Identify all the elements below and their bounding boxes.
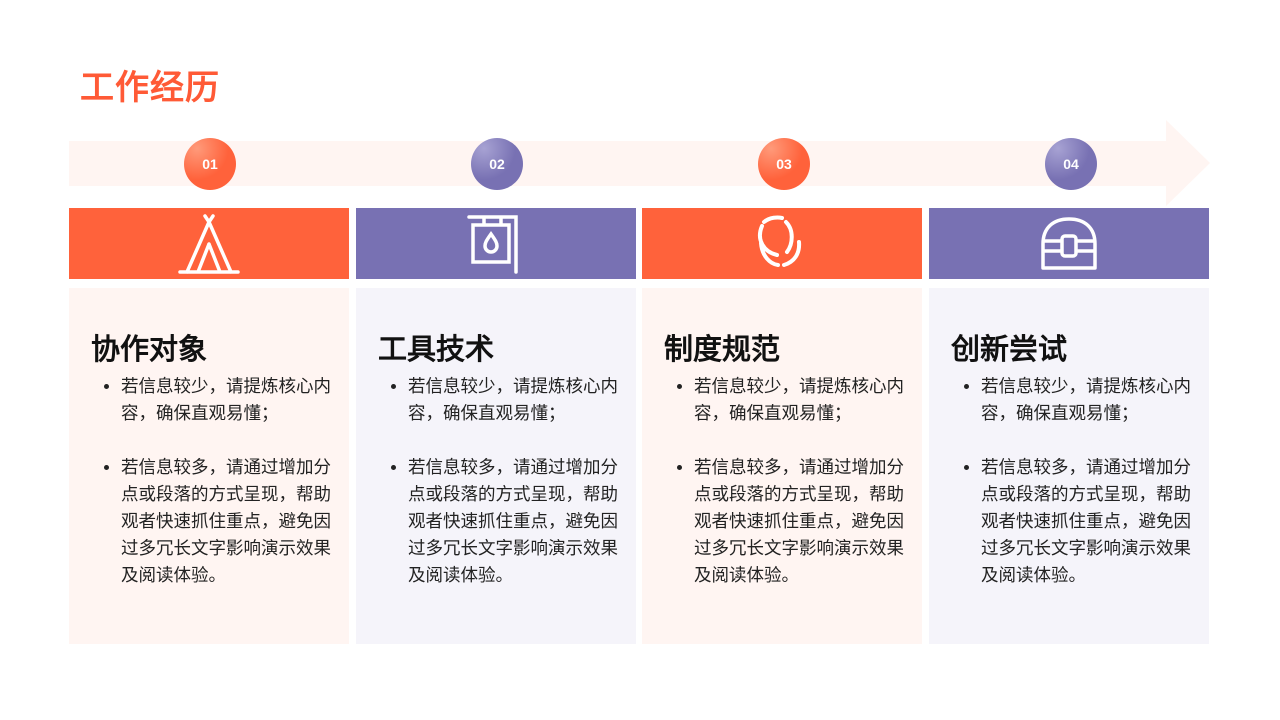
- step-card-4: 创新尝试 若信息较少，请提炼核心内容，确保直观易懂； 若信息较多，请通过增加分点或…: [929, 288, 1209, 644]
- step-number-4: 04: [1045, 138, 1097, 190]
- step-header-3: [642, 208, 922, 279]
- ring-icon: [757, 215, 802, 267]
- step-header-1: [69, 208, 349, 279]
- step-card-2: 工具技术 若信息较少，请提炼核心内容，确保直观易懂； 若信息较多，请通过增加分点或…: [356, 288, 636, 644]
- tent-icon: [178, 213, 240, 274]
- step-number-3: 03: [758, 138, 810, 190]
- page-title: 工作经历: [80, 68, 220, 108]
- step-heading: 协作对象: [91, 332, 208, 366]
- step-card-1: 协作对象 若信息较少，请提炼核心内容，确保直观易懂； 若信息较多，请通过增加分点或…: [69, 288, 349, 644]
- bullet-item: 若信息较多，请通过增加分点或段落的方式呈现，帮助观者快速抓住重点，避免因过多冗长…: [408, 455, 618, 590]
- bullet-item: 若信息较少，请提炼核心内容，确保直观易懂；: [981, 374, 1191, 428]
- treasure-chest-icon: [1041, 216, 1097, 270]
- bullet-item: 若信息较多，请通过增加分点或段落的方式呈现，帮助观者快速抓住重点，避免因过多冗长…: [981, 455, 1191, 590]
- step-header-2: [356, 208, 636, 279]
- step-number-2: 02: [471, 138, 523, 190]
- step-heading: 工具技术: [378, 332, 495, 366]
- hanging-sign-icon: [467, 214, 518, 274]
- step-card-3: 制度规范 若信息较少，请提炼核心内容，确保直观易懂； 若信息较多，请通过增加分点或…: [642, 288, 922, 644]
- timeline-arrow: [69, 141, 1169, 186]
- bullet-item: 若信息较少，请提炼核心内容，确保直观易懂；: [694, 374, 904, 428]
- step-heading: 创新尝试: [951, 332, 1068, 366]
- bullet-item: 若信息较多，请通过增加分点或段落的方式呈现，帮助观者快速抓住重点，避免因过多冗长…: [121, 455, 331, 590]
- step-heading: 制度规范: [664, 332, 781, 366]
- step-number-1: 01: [184, 138, 236, 190]
- bullet-item: 若信息较少，请提炼核心内容，确保直观易懂；: [121, 374, 331, 428]
- bullet-item: 若信息较多，请通过增加分点或段落的方式呈现，帮助观者快速抓住重点，避免因过多冗长…: [694, 455, 904, 590]
- step-header-4: [929, 208, 1209, 279]
- bullet-item: 若信息较少，请提炼核心内容，确保直观易懂；: [408, 374, 618, 428]
- timeline-arrowhead: [1166, 120, 1210, 206]
